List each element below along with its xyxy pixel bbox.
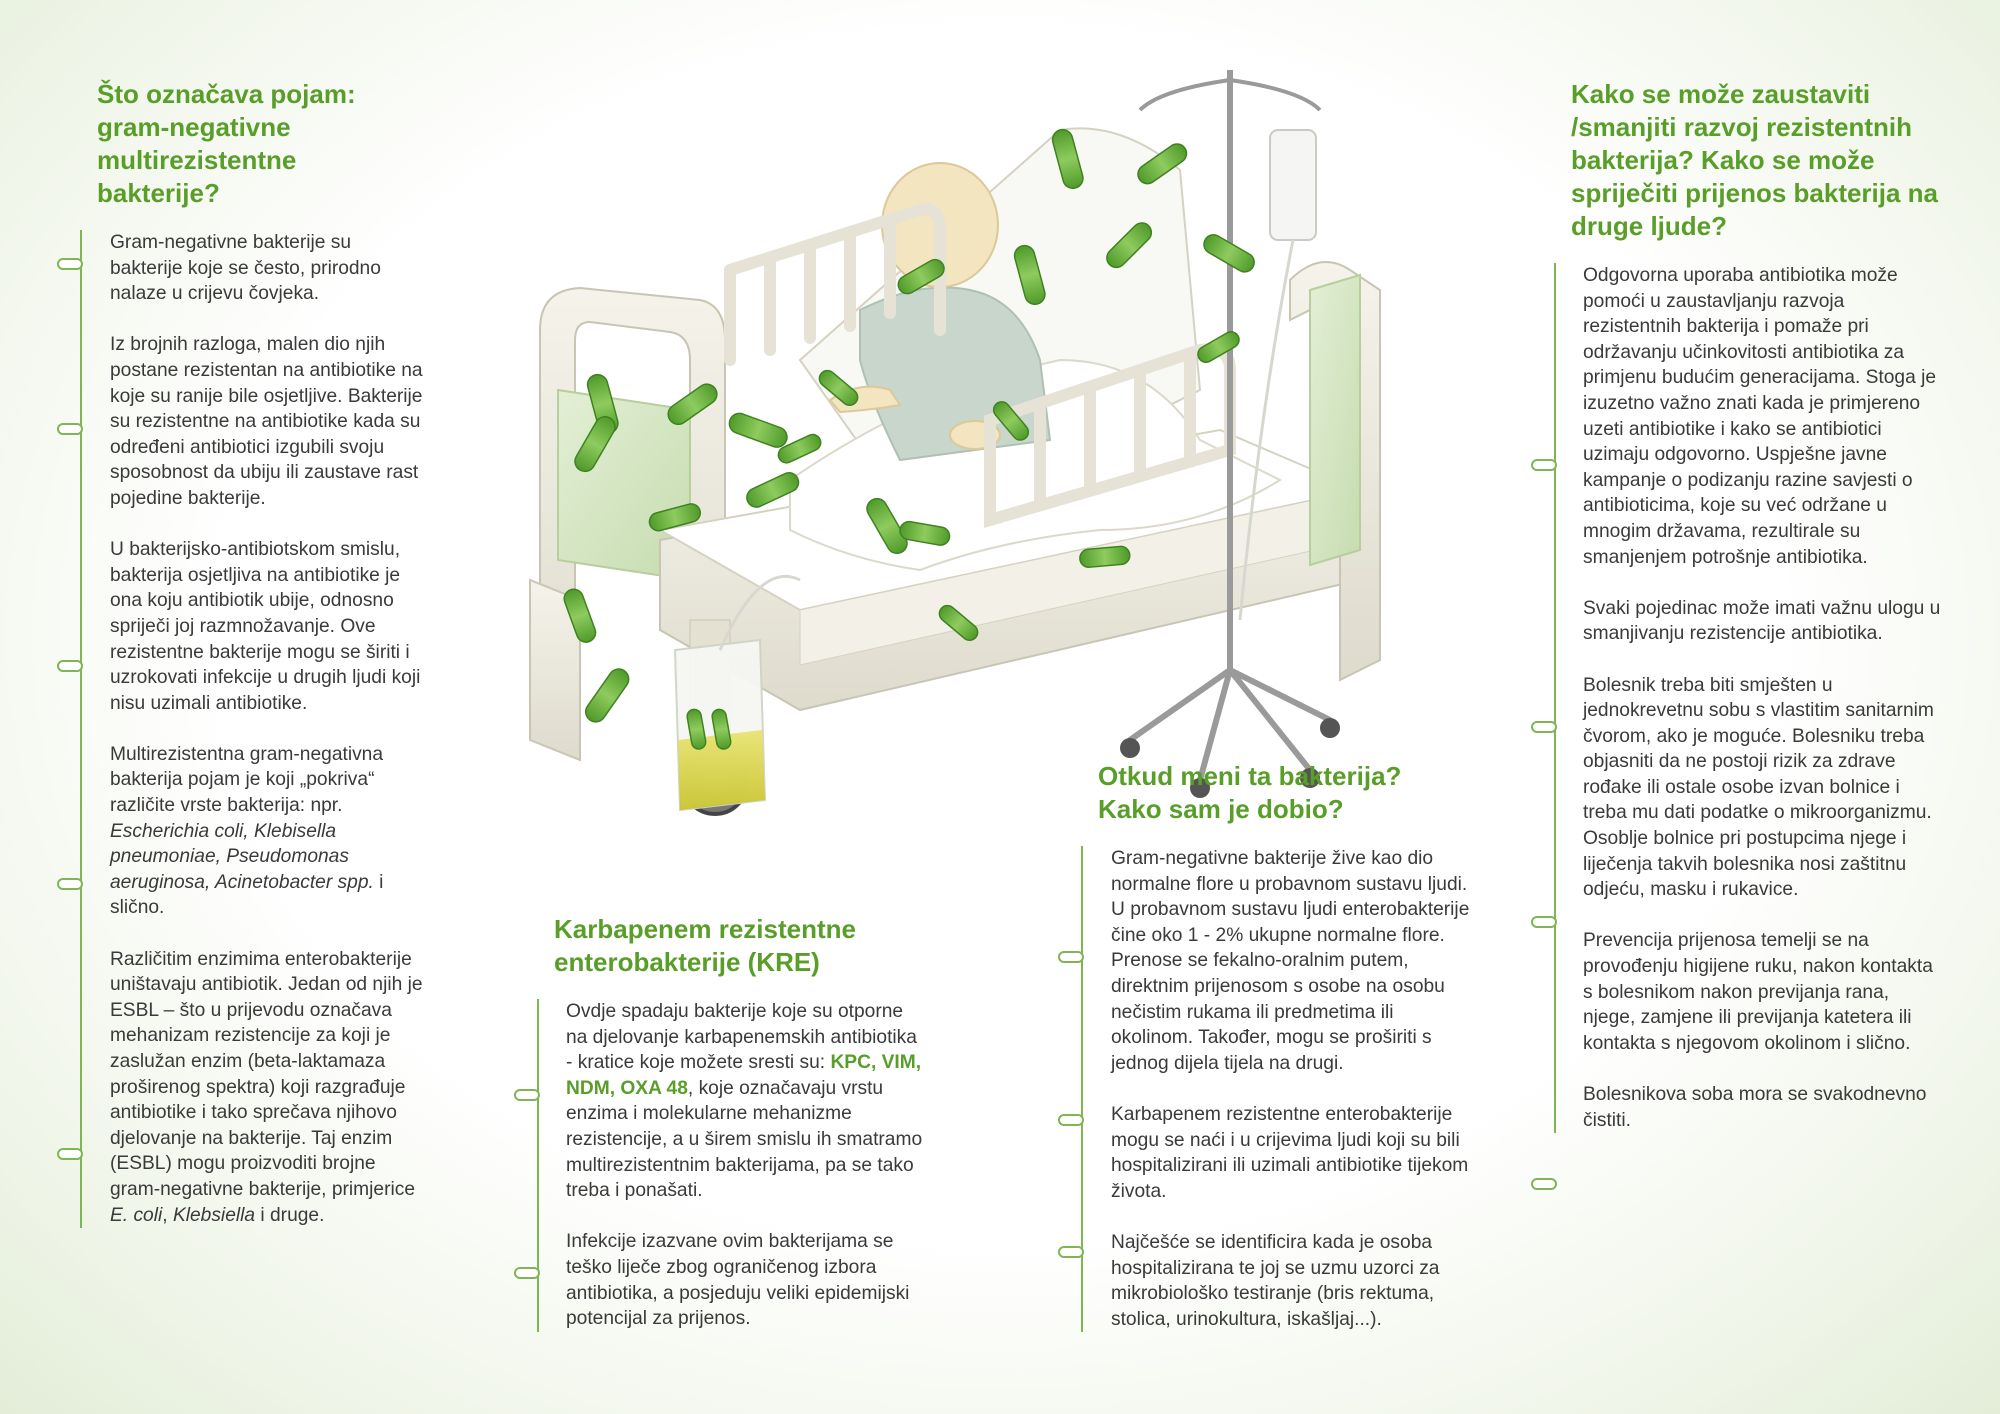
bacterium — [686, 708, 707, 750]
paragraph: Najčešće se identificira kada je osoba h… — [1111, 1231, 1440, 1330]
bacterium — [667, 383, 718, 426]
paragraph: Odgovorna uporaba antibiotika može pomoć… — [1583, 265, 1937, 568]
line-marker — [514, 1089, 540, 1101]
bacterium — [866, 497, 908, 555]
bacterium — [1051, 128, 1084, 190]
bacterium — [563, 588, 597, 643]
paragraph: U bakterijsko-antibiotskom smislu, bakte… — [110, 539, 421, 714]
section-heading: Karbapenem rezistentne enterobakterije (… — [554, 914, 856, 977]
line-marker — [57, 423, 83, 435]
bacterium — [1079, 545, 1131, 568]
iv-stand — [1120, 70, 1340, 798]
bacterium — [992, 401, 1030, 441]
bacterium — [1106, 222, 1153, 269]
bacterium — [574, 415, 616, 473]
line-marker — [1058, 951, 1084, 963]
bacterium — [728, 412, 788, 448]
bacterium — [899, 520, 951, 546]
bacterium — [711, 708, 732, 750]
bacteria-group — [563, 128, 1255, 750]
bacterium — [818, 369, 859, 407]
paragraph: Karbapenem rezistentne enterobakterije m… — [1111, 1103, 1469, 1202]
vertical-divider — [80, 230, 82, 1229]
bacterium — [777, 433, 822, 464]
hospital-bed-illustration — [529, 70, 1381, 816]
column-origin: Otkud meni ta bakterija? Kako sam je dob… — [1058, 760, 1478, 1333]
section-body: Ovdje spadaju bakterije koje su otporne … — [514, 999, 924, 1332]
bacterium — [648, 503, 702, 532]
bacterium — [1137, 143, 1188, 185]
paragraph: Infekcije izazvane ovim bakterijama se t… — [566, 1231, 910, 1330]
line-marker — [1531, 721, 1557, 733]
column-prevention: Kako se može zaustaviti /smanjiti razvoj… — [1531, 78, 1941, 1190]
paragraph: Gram-negativne bakterije su bakterije ko… — [110, 232, 381, 305]
column-kre: Karbapenem rezistentne enterobakterije (… — [514, 913, 924, 1332]
vertical-divider — [1081, 846, 1083, 1333]
paragraph: Ovdje spadaju bakterije koje su otporne … — [566, 1001, 923, 1202]
bacterium — [938, 604, 979, 642]
bacterium — [1197, 331, 1240, 364]
line-marker — [1531, 1178, 1557, 1190]
line-marker — [1531, 459, 1557, 471]
line-marker — [57, 660, 83, 672]
bacterium — [584, 668, 630, 723]
section-body: Odgovorna uporaba antibiotika može pomoć… — [1531, 263, 1941, 1190]
section-heading: Što označava pojam: gram-negativne multi… — [97, 79, 356, 208]
bed-footboard — [1289, 261, 1381, 682]
paragraph: Gram-negativne bakterije žive kao dio no… — [1111, 848, 1470, 1074]
paragraph: Bolesnikova soba mora se svakodnevno čis… — [1583, 1084, 1927, 1131]
vertical-divider — [537, 999, 539, 1332]
line-marker — [1531, 916, 1557, 928]
section-heading: Otkud meni ta bakterija? Kako sam je dob… — [1098, 761, 1402, 824]
paragraph: Bolesnik treba biti smješten u jednokrev… — [1583, 674, 1934, 901]
line-marker — [57, 1148, 83, 1160]
paragraph: Svaki pojedinac može imati važnu ulogu u… — [1583, 597, 1941, 645]
line-marker — [57, 258, 83, 270]
paragraph: Različitim enzimima enterobakterije uniš… — [110, 948, 423, 1226]
bacterium — [897, 258, 945, 295]
line-marker — [57, 878, 83, 890]
paragraph: Iz brojnih razloga, malen dio njih posta… — [110, 334, 423, 509]
section-body: Gram-negativne bakterije žive kao dio no… — [1058, 846, 1478, 1333]
vertical-divider — [1554, 263, 1556, 1134]
bacterium — [1203, 234, 1255, 273]
column-gram-negative: Što označava pojam: gram-negativne multi… — [57, 78, 427, 1229]
line-marker — [1058, 1246, 1084, 1258]
section-heading: Kako se može zaustaviti /smanjiti razvoj… — [1571, 79, 1939, 241]
line-marker — [1058, 1114, 1084, 1126]
bacterium — [1013, 244, 1046, 306]
line-marker — [514, 1267, 540, 1279]
section-body: Gram-negativne bakterije su bakterije ko… — [57, 230, 427, 1229]
paragraph: Multirezistentna gram-negativna bakterij… — [110, 743, 384, 919]
paragraph: Prevencija prijenosa temelji se na provo… — [1583, 930, 1933, 1054]
bacterium — [746, 472, 800, 508]
